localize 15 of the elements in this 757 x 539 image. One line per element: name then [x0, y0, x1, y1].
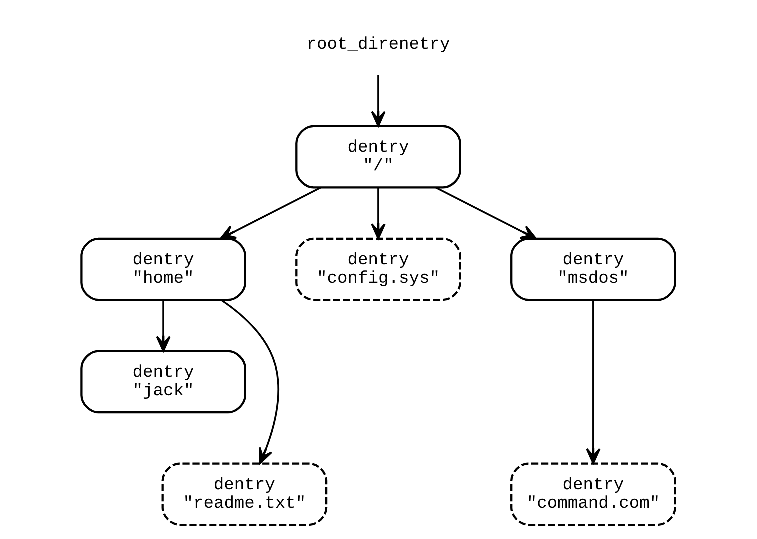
- node-box: dentry "/": [296, 125, 462, 189]
- arrow: [156, 300, 171, 352]
- node-box: dentry "msdos": [510, 238, 676, 302]
- node-box: dentry "config.sys": [296, 238, 462, 302]
- node-box: dentry "readme.txt": [162, 462, 328, 526]
- arrow: [436, 187, 537, 240]
- node-box: dentry "jack": [80, 350, 246, 414]
- node-text: root_direnetry: [306, 36, 450, 55]
- arrow: [371, 75, 386, 128]
- arrow: [220, 187, 322, 240]
- arrow: [586, 300, 601, 464]
- node-box: dentry "home": [80, 238, 246, 302]
- arrow: [371, 188, 386, 240]
- arrow: [220, 299, 280, 464]
- node-box: dentry "command.com": [510, 462, 676, 526]
